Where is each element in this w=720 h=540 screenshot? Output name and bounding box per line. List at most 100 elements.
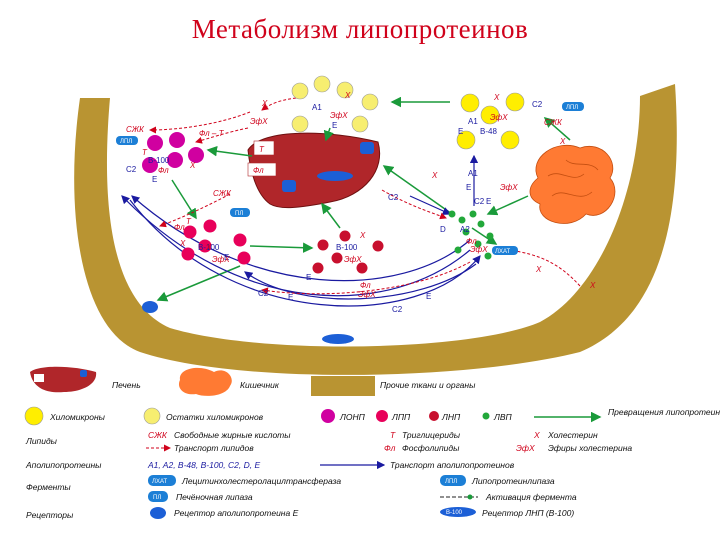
idl-label-e: E (224, 253, 229, 262)
lipid-transport-vldl-tissue (159, 193, 231, 228)
idl-to-ldl-arrow (249, 242, 314, 253)
legend-ffa: Свободные жирные кислоты (174, 430, 291, 440)
legend-lipid-transport: Транспорт липидов (174, 443, 254, 453)
legend-remnant-swatch (143, 407, 161, 425)
lipid-transport-tissue-hdl (507, 247, 581, 287)
legend-apo-list: A1, A2, B-48, B-100, C2, D, E (147, 460, 260, 470)
legend-rec-ldl-code: B-100 (446, 510, 463, 516)
legend-chol-esters: Эфиры холестерина (548, 443, 632, 453)
path-label-x: X (535, 265, 542, 274)
liver-c2-label: C2 (388, 193, 399, 202)
legend-apolipoproteins: Аполипопротеины (25, 460, 102, 470)
page-title: Метаболизм липопротеинов (191, 14, 529, 44)
remnant-label-efx: ЭфX (330, 111, 348, 120)
chylo-label-efx: ЭфX (490, 113, 508, 122)
ldl-cluster: B-100 ЭфX X (312, 230, 384, 274)
idl-label-efx: ЭфX (212, 255, 230, 264)
apo-lower-return (244, 263, 477, 300)
legend-activation: Активация фермента (485, 492, 577, 502)
chylo-label-c2: C2 (532, 100, 543, 109)
legend-lpl-code: ЛПЛ (445, 479, 457, 485)
vldl-label-b100: B-100 (148, 156, 170, 165)
legend-vldl: ЛОНП (339, 412, 366, 422)
hdl-label-a1: A1 (468, 169, 478, 178)
legend-lpl: Липопротеинлипаза (471, 476, 555, 486)
ldl-label-x: X (359, 231, 366, 240)
legend-chol: Холестерин (547, 430, 598, 440)
legend-chylomicron-swatch (24, 406, 44, 426)
legend-activation-dot (467, 494, 473, 500)
legend-pl-badge (148, 491, 168, 502)
legend-transform: Превращения липопротеинов (608, 407, 720, 417)
path-label-efx: ЭфX (358, 290, 376, 299)
vldl-label-szhk2: СЖК (213, 189, 232, 198)
lipid-transport-liver-hdl (381, 189, 447, 220)
legend: Печень Кишечник Прочие ткани и органы Хи… (24, 366, 720, 520)
liver-label-fl: Фл (253, 166, 264, 175)
legend-tg: Триглицериды (402, 430, 461, 440)
liver-x-label: X (431, 171, 438, 180)
idl-label-fl: Фл (174, 223, 185, 232)
ldl-to-tissue-arrow (156, 265, 241, 302)
legend-liver-icon (30, 366, 97, 393)
legend-rec-e: Рецептор аполипопротеина Е (174, 508, 299, 518)
hdl-label-a2: A2 (460, 225, 470, 234)
vldl-label-t: Т (142, 148, 148, 157)
hdl-cluster: A1 E C2 A2 D E Фл ЭфX ЭфX ЛХАТ C2 X (388, 169, 518, 260)
vldl-cluster: ЛПЛ СЖК Т B-100 C2 Фл E Фл – Т X СЖК ПЛ (116, 125, 250, 217)
legend-tissues: Прочие ткани и органы (380, 380, 476, 390)
legend-remnants: Остатки хиломикронов (166, 412, 264, 422)
path-label-x2: X (589, 281, 596, 290)
vldl-label-fl-t: Фл – Т (199, 129, 225, 138)
hdl-label-efx-top: ЭфX (500, 183, 518, 192)
ldl-label-efx: ЭфX (344, 255, 362, 264)
legend-lipids: Липиды (25, 436, 58, 446)
legend-apo-transport: Транспорт аполипопротеинов (390, 460, 515, 470)
hdl-maturation-arrow (471, 227, 498, 245)
remnant-label-x: X (261, 99, 268, 108)
legend-lpl-badge (440, 475, 466, 486)
legend-hdl-swatch (482, 412, 490, 420)
vldl-lpl-badge: ЛПЛ (120, 139, 132, 145)
lipid-transport-ffa (149, 111, 251, 134)
intestine-to-chylo-arrow (543, 117, 571, 141)
chylo-label-x2: X (559, 137, 566, 146)
vldl-label-x: X (189, 161, 196, 170)
peripheral-tissue-band (74, 84, 677, 375)
path-label-e2: E (288, 293, 293, 302)
path-label-fl: Фл (360, 281, 371, 290)
legend-pl-code: ПЛ (153, 495, 161, 501)
path-label-c2: C2 (258, 289, 269, 298)
intestine-to-hdl-arrow (486, 195, 529, 216)
legend-ldl-swatch (429, 411, 439, 421)
intestine (529, 144, 616, 224)
ldl-label-b100: B-100 (336, 243, 358, 252)
lhat-badge: ЛХАТ (495, 249, 510, 255)
hdl-label-c2: C2 (474, 197, 485, 206)
legend-chylomicrons: Хиломикроны (49, 412, 106, 422)
legend-phospholipids: Фосфолипиды (402, 443, 460, 453)
legend-ffa-code: СЖК (148, 430, 168, 440)
legend-enzymes: Ферменты (26, 482, 71, 492)
path-label-e3: E (426, 292, 431, 301)
hepatic-lipase-badge: ПЛ (235, 211, 243, 217)
apo-transport-return (129, 199, 481, 307)
chylo-lpl-badge: ЛПЛ (566, 105, 578, 111)
remnant-label-efx2: ЭфX (250, 117, 268, 126)
legend-ldl: ЛНП (441, 412, 461, 422)
hdl-label-e: E (466, 183, 471, 192)
chylo-label-a1: A1 (468, 117, 478, 126)
apo-transport-long-1 (131, 195, 471, 282)
liver: Т Фл (247, 132, 381, 209)
legend-hepatic-lipase: Печёночная липаза (176, 492, 253, 502)
hdl-label-d: D (440, 225, 446, 234)
legend-tissue-swatch (311, 376, 375, 396)
legend-fl-code: Фл (384, 443, 396, 453)
legend-vldl-swatch (321, 409, 335, 423)
legend-receptors: Рецепторы (26, 510, 74, 520)
legend-idl-swatch (376, 410, 388, 422)
tissue-receptor-ldl (322, 334, 354, 344)
chylo-label-e: E (458, 127, 463, 136)
legend-rec-e-icon (150, 507, 166, 519)
